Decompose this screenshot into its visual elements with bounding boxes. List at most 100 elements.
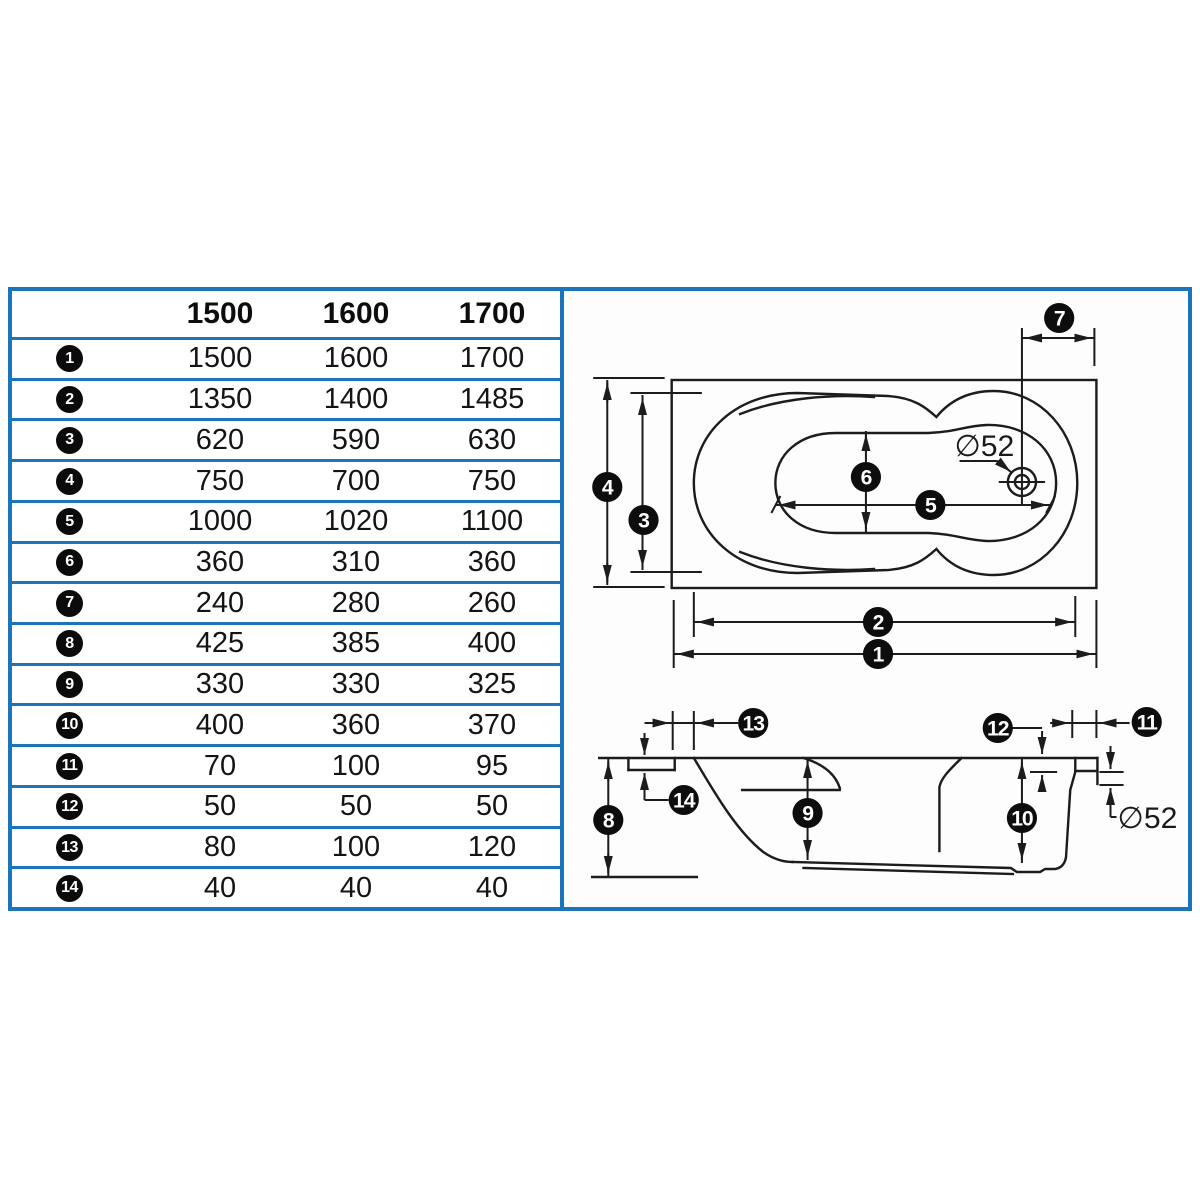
label-badge-5: 5 [915,490,946,520]
label-badge-7: 7 [1044,303,1075,333]
cell-value: 40 [339,871,373,904]
table-row: 14 40 40 40 [12,866,560,907]
dim-3-annotation [630,392,702,573]
table-row: 6 360 310 360 [12,540,560,582]
row-number-badge: 7 [56,589,83,617]
label-badge-8: 8 [593,805,624,835]
cell-value: 1500 [187,342,253,375]
label-badge-12: 12 [982,713,1013,743]
cell-value: 310 [331,545,381,578]
cell-value: 240 [195,586,245,619]
shoulder-contour-top [738,394,876,416]
cell-value: 360 [195,545,245,578]
svg-text:5: 5 [925,495,937,518]
cell-value: 1700 [459,342,525,375]
cell-value: 630 [467,423,517,456]
row-number-badge: 11 [56,752,83,780]
dim-14-annotation [640,733,669,801]
spec-sheet: 1500 1600 1700 1 1500 1600 1700 2 1350 1… [8,287,1192,911]
svg-text:12: 12 [987,718,1009,741]
column-header-1600: 1600 [322,297,390,330]
cell-value: 1485 [459,383,525,416]
cell-value: 360 [467,545,517,578]
cell-value: 370 [467,708,517,741]
tub-outer-rect [670,378,1098,590]
table-row: 12 50 50 50 [12,784,560,826]
row-number-badge: 8 [56,630,83,658]
cell-value: 400 [195,708,245,741]
cell-value: 50 [203,790,237,823]
tub-side-profile [590,756,1099,879]
table-row: 13 80 100 120 [12,825,560,867]
cell-value: 100 [331,749,381,782]
svg-text:4: 4 [602,477,614,500]
cell-value: 385 [331,627,381,660]
table-row: 2 1350 1400 1485 [12,377,560,419]
svg-text:13: 13 [742,713,764,736]
technical-drawing-panel: ∅52 7 4 3 6 5 2 1 [564,291,1188,907]
label-badge-3: 3 [628,505,659,535]
cell-value: 40 [475,871,509,904]
cell-value: 1350 [187,383,253,416]
tub-basin-outline [774,423,1058,543]
dim-5-annotation [770,495,1057,514]
table-row: 7 240 280 260 [12,581,560,622]
table-row: 1 1500 1600 1700 [12,337,560,378]
table-row: 11 70 100 95 [12,744,560,785]
row-number-badge: 1 [56,345,83,373]
cell-value: 95 [475,749,509,782]
svg-text:7: 7 [1054,308,1065,331]
label-badge-10: 10 [1006,803,1038,833]
side-view: ∅52 13 14 8 9 12 10 11 [590,707,1177,879]
svg-text:3: 3 [638,510,649,533]
table-row: 5 1000 1020 1100 [12,499,560,541]
table-row: 9 330 330 325 [12,662,560,704]
cell-value: 50 [339,790,373,823]
diameter-label-side: ∅52 [1118,802,1178,835]
cell-value: 100 [331,831,381,863]
label-badge-11: 11 [1131,707,1162,737]
row-number-badge: 14 [56,874,83,902]
label-badge-1: 1 [862,639,894,669]
svg-text:1: 1 [873,644,885,667]
bathtub-drawing: ∅52 7 4 3 6 5 2 1 [590,303,1177,879]
svg-text:6: 6 [861,467,872,490]
cell-value: 120 [467,831,517,863]
row-number-badge: 9 [56,671,83,699]
column-header-1500: 1500 [186,297,254,330]
dimension-table: 1500 1600 1700 1 1500 1600 1700 2 1350 1… [12,291,564,907]
row-number-badge: 2 [56,386,83,414]
cell-value: 700 [331,464,381,497]
cell-value: 750 [467,464,517,497]
cell-value: 1020 [323,505,389,538]
cell-value: 280 [331,586,381,619]
row-number-badge: 10 [56,711,83,739]
table-header-row: 1500 1600 1700 [12,291,560,337]
cell-value: 70 [203,749,237,782]
label-badge-9: 9 [792,798,823,828]
label-badge-6: 6 [850,462,882,492]
cell-value: 80 [203,831,237,863]
cell-value: 40 [203,871,237,904]
table-row: 10 400 360 370 [12,703,560,744]
label-badge-13: 13 [738,708,769,738]
drain-diameter-side-callout: ∅52 [1099,746,1177,835]
cell-value: 750 [195,464,245,497]
diameter-label-plan: ∅52 [955,430,1015,463]
svg-text:9: 9 [802,803,813,826]
row-number-badge: 13 [56,834,83,861]
cell-value: 1400 [323,383,389,416]
row-number-badge: 4 [56,467,83,495]
column-header-1700: 1700 [458,297,526,330]
svg-text:11: 11 [1137,712,1159,735]
row-number-badge: 5 [56,508,83,536]
cell-value: 1100 [460,505,524,538]
dim-13-annotation [644,711,739,750]
svg-text:10: 10 [1011,808,1033,831]
label-badge-14: 14 [668,785,699,815]
shoulder-contour-bottom [738,550,876,572]
cell-value: 590 [331,423,381,456]
row-number-badge: 12 [56,793,83,821]
table-row: 3 620 590 630 [12,418,560,459]
plan-view: ∅52 7 4 3 6 5 2 1 [592,303,1098,669]
